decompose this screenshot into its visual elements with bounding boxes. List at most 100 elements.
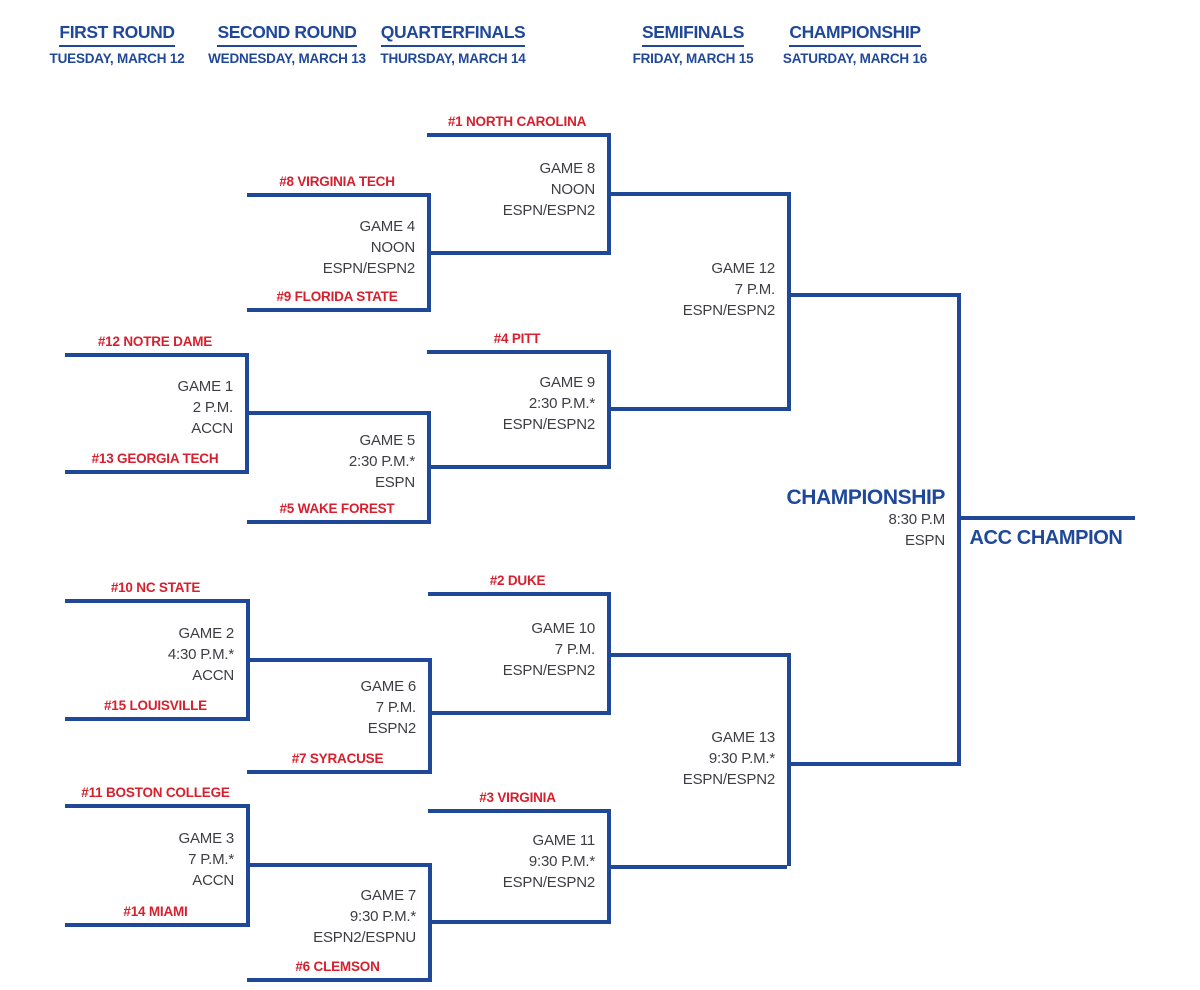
team-seed14: #14 MIAMI: [123, 904, 188, 919]
game-network: ESPN/ESPN2: [502, 874, 595, 891]
game-time: 9:30 P.M.*: [528, 853, 595, 870]
round-header-quarterfinals: QUARTERFINALS THURSDAY, MARCH 14: [343, 22, 563, 66]
championship-title: CHAMPIONSHIP: [786, 486, 945, 509]
game-time: 7 P.M.: [375, 699, 416, 716]
championship-time: 8:30 P.M: [888, 511, 946, 528]
game6-bottom-line: [247, 770, 428, 774]
game-label: GAME 11: [532, 832, 595, 849]
game-network: ACCN: [191, 420, 233, 437]
game8-info: GAME 8 NOON ESPN/ESPN2: [435, 158, 595, 221]
game-label: GAME 8: [539, 160, 596, 177]
game-time: 7 P.M.: [554, 641, 595, 658]
game-label: GAME 12: [711, 260, 775, 277]
game12-vertical-line: [787, 192, 791, 411]
round-header-semifinals: SEMIFINALS FRIDAY, MARCH 15: [583, 22, 803, 66]
round-date: TUESDAY, MARCH 12: [49, 51, 185, 66]
game4-info: GAME 4 NOON ESPN/ESPN2: [255, 216, 415, 279]
game-network: ESPN/ESPN2: [502, 662, 595, 679]
game5-info: GAME 5 2:30 P.M.* ESPN: [255, 430, 415, 493]
game-network: ESPN/ESPN2: [682, 302, 775, 319]
team-seed1: #1 NORTH CAROLINA: [447, 114, 587, 129]
game4-bottom-line: [247, 308, 427, 312]
game10-info: GAME 10 7 P.M. ESPN/ESPN2: [435, 618, 595, 681]
team-seed3: #3 VIRGINIA: [479, 790, 556, 805]
team-seed2: #2 DUKE: [489, 573, 546, 588]
game-network: ACCN: [192, 872, 234, 889]
game8-winner-line: [607, 192, 787, 196]
game2-bottom-line: [65, 717, 246, 721]
game4-top-line: [247, 193, 427, 197]
game1-top-line: [65, 353, 245, 357]
game-network: ESPN/ESPN2: [502, 202, 595, 219]
game6-vertical-line: [428, 658, 432, 774]
game6-winner-line: [428, 711, 607, 715]
game5-bottom-line: [247, 520, 427, 524]
game-network: ACCN: [192, 667, 234, 684]
game13-info: GAME 13 9:30 P.M.* ESPN/ESPN2: [615, 727, 775, 790]
game-network: ESPN2/ESPNU: [313, 929, 416, 946]
team-seed4: #4 PITT: [493, 331, 541, 346]
team-seed13: #13 GEORGIA TECH: [91, 451, 219, 466]
champion-line: [957, 516, 1135, 520]
team-seed10: #10 NC STATE: [110, 580, 201, 595]
game-network: ESPN2: [367, 720, 416, 737]
game-time: NOON: [370, 239, 415, 256]
game-time: 7 P.M.: [734, 281, 775, 298]
game-label: GAME 13: [711, 729, 775, 746]
game-time: 2 P.M.: [192, 399, 233, 416]
round-date: WEDNESDAY, MARCH 13: [208, 51, 366, 66]
round-header-championship: CHAMPIONSHIP SATURDAY, MARCH 16: [745, 22, 965, 66]
game7-winner-line: [428, 920, 607, 924]
game-time: 2:30 P.M.*: [528, 395, 595, 412]
game3-winner-line: [246, 863, 428, 867]
game-label: GAME 10: [531, 620, 595, 637]
game12-info: GAME 12 7 P.M. ESPN/ESPN2: [615, 258, 775, 321]
championship-vertical-line: [957, 293, 961, 766]
game4-winner-line: [427, 251, 607, 255]
game-label: GAME 7: [360, 887, 417, 904]
game-network: ESPN/ESPN2: [322, 260, 415, 277]
game6-info: GAME 6 7 P.M. ESPN2: [256, 676, 417, 739]
game3-top-line: [65, 804, 246, 808]
round-header-second-round: SECOND ROUND WEDNESDAY, MARCH 13: [177, 22, 397, 66]
round-name: CHAMPIONSHIP: [789, 22, 921, 47]
team-seed9: #9 FLORIDA STATE: [276, 289, 398, 304]
round-date: FRIDAY, MARCH 15: [632, 51, 754, 66]
game2-winner-line: [246, 658, 428, 662]
team-seed7: #7 SYRACUSE: [291, 751, 384, 766]
game-label: GAME 3: [178, 830, 235, 847]
game11-info: GAME 11 9:30 P.M.* ESPN/ESPN2: [435, 830, 595, 893]
game-time: 9:30 P.M.*: [349, 908, 416, 925]
game9-info: GAME 9 2:30 P.M.* ESPN/ESPN2: [435, 372, 595, 435]
game11-top-line: [428, 809, 607, 813]
game7-info: GAME 7 9:30 P.M.* ESPN2/ESPNU: [256, 885, 416, 948]
game-label: GAME 1: [177, 378, 234, 395]
championship-info: CHAMPIONSHIP 8:30 P.M ESPN: [645, 486, 945, 551]
game2-info: GAME 2 4:30 P.M.* ACCN: [74, 623, 234, 686]
game1-bottom-line: [65, 470, 245, 474]
game-time: 2:30 P.M.*: [348, 453, 415, 470]
round-name: FIRST ROUND: [59, 22, 175, 47]
game10-top-line: [428, 592, 607, 596]
game2-top-line: [65, 599, 246, 603]
team-seed5: #5 WAKE FOREST: [279, 501, 395, 516]
game-network: ESPN/ESPN2: [502, 416, 595, 433]
game-time: 4:30 P.M.*: [167, 646, 234, 663]
round-date: SATURDAY, MARCH 16: [782, 51, 928, 66]
game-network: ESPN: [374, 474, 415, 491]
team-seed8: #8 VIRGINIA TECH: [279, 174, 395, 189]
team-seed11: #11 BOSTON COLLEGE: [81, 785, 230, 800]
round-name: SEMIFINALS: [642, 22, 744, 47]
game-time: 7 P.M.*: [188, 851, 234, 868]
round-header-first-round: FIRST ROUND TUESDAY, MARCH 12: [7, 22, 227, 66]
game5-winner-line: [427, 465, 607, 469]
game-network: ESPN/ESPN2: [682, 771, 775, 788]
game8-top-line: [427, 133, 607, 137]
game7-bottom-line: [247, 978, 428, 982]
game-label: GAME 6: [360, 678, 417, 695]
team-seed6: #6 CLEMSON: [295, 959, 380, 974]
championship-network: ESPN: [904, 532, 945, 549]
game9-winner-line: [607, 407, 787, 411]
round-name: QUARTERFINALS: [380, 22, 526, 47]
game-time: NOON: [550, 181, 595, 198]
